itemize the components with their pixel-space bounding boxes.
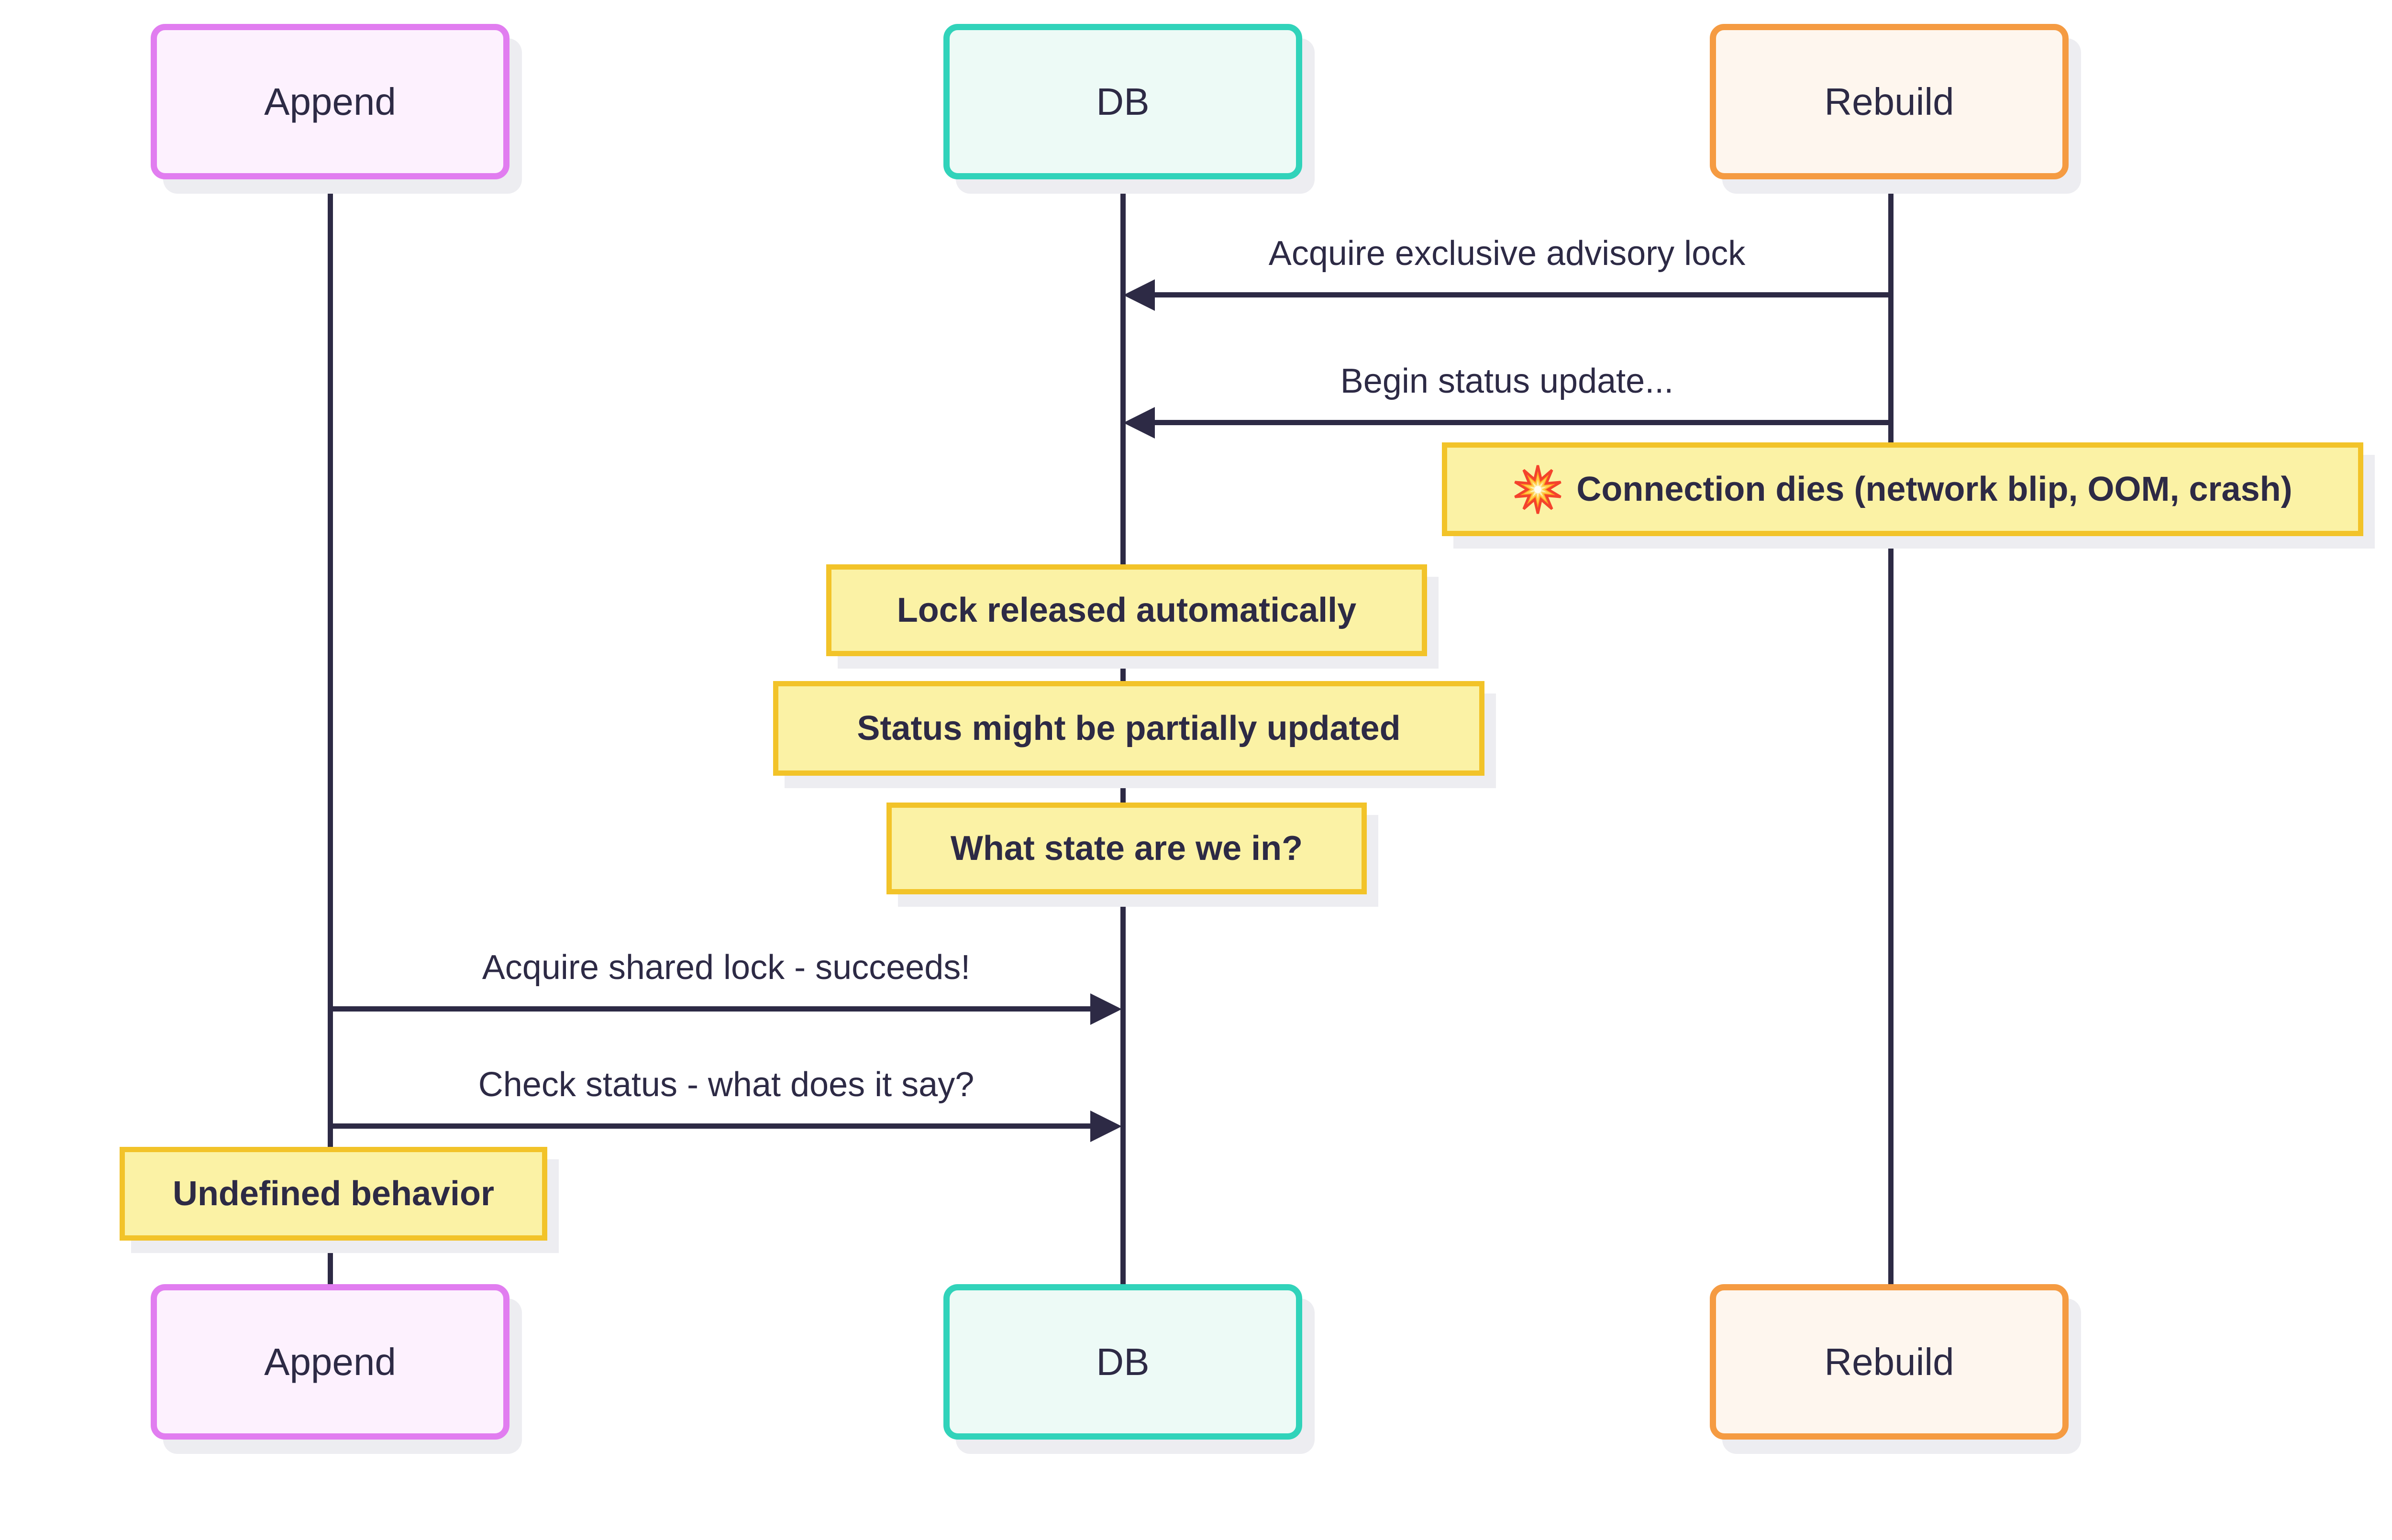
note-label: Status might be partially updated [857, 709, 1401, 748]
participant-label: DB [1096, 1340, 1150, 1383]
participant-label: DB [1096, 80, 1150, 123]
participant-label: Append [264, 1340, 396, 1383]
lifeline-append [328, 179, 333, 1284]
note-what-state: What state are we in? [886, 803, 1367, 894]
message-line [1152, 292, 1891, 297]
participant-label: Rebuild [1824, 80, 1954, 123]
participant-label: Rebuild [1824, 1340, 1954, 1383]
message-line [1152, 420, 1891, 425]
note-status-partially-updated: Status might be partially updated [773, 681, 1484, 776]
participant-box-append-bottom: Append [151, 1284, 509, 1440]
lifeline-rebuild [1888, 179, 1894, 1284]
participant-box-append-top: Append [151, 24, 509, 179]
note-undefined-behavior: Undefined behavior [120, 1147, 547, 1241]
participant-box-db-bottom: DB [943, 1284, 1302, 1440]
message-label-check-status: Check status - what does it say? [478, 1066, 975, 1104]
note-label: Lock released automatically [897, 591, 1357, 629]
message-label-acquire-shared-lock: Acquire shared lock - succeeds! [482, 948, 971, 987]
message-label-acquire-exclusive-lock: Acquire exclusive advisory lock [1268, 234, 1746, 273]
note-connection-dies: Connection dies (network blip, OOM, cras… [1442, 442, 2363, 536]
participant-box-rebuild-bottom: Rebuild [1710, 1284, 2069, 1440]
explosion-icon [1514, 465, 1562, 514]
note-label: Undefined behavior [172, 1175, 495, 1213]
message-arrowhead-left [1123, 407, 1155, 439]
message-line [330, 1006, 1093, 1012]
note-label: What state are we in? [950, 829, 1303, 868]
note-label: Connection dies (network blip, OOM, cras… [1576, 470, 2292, 508]
message-arrowhead-right [1090, 1111, 1122, 1142]
message-line [330, 1123, 1093, 1129]
message-label-begin-status-update: Begin status update... [1340, 362, 1674, 400]
note-lock-released: Lock released automatically [826, 564, 1427, 656]
participant-label: Append [264, 80, 396, 123]
message-arrowhead-right [1090, 993, 1122, 1025]
participant-box-rebuild-top: Rebuild [1710, 24, 2069, 179]
participant-box-db-top: DB [943, 24, 1302, 179]
message-arrowhead-left [1123, 279, 1155, 311]
